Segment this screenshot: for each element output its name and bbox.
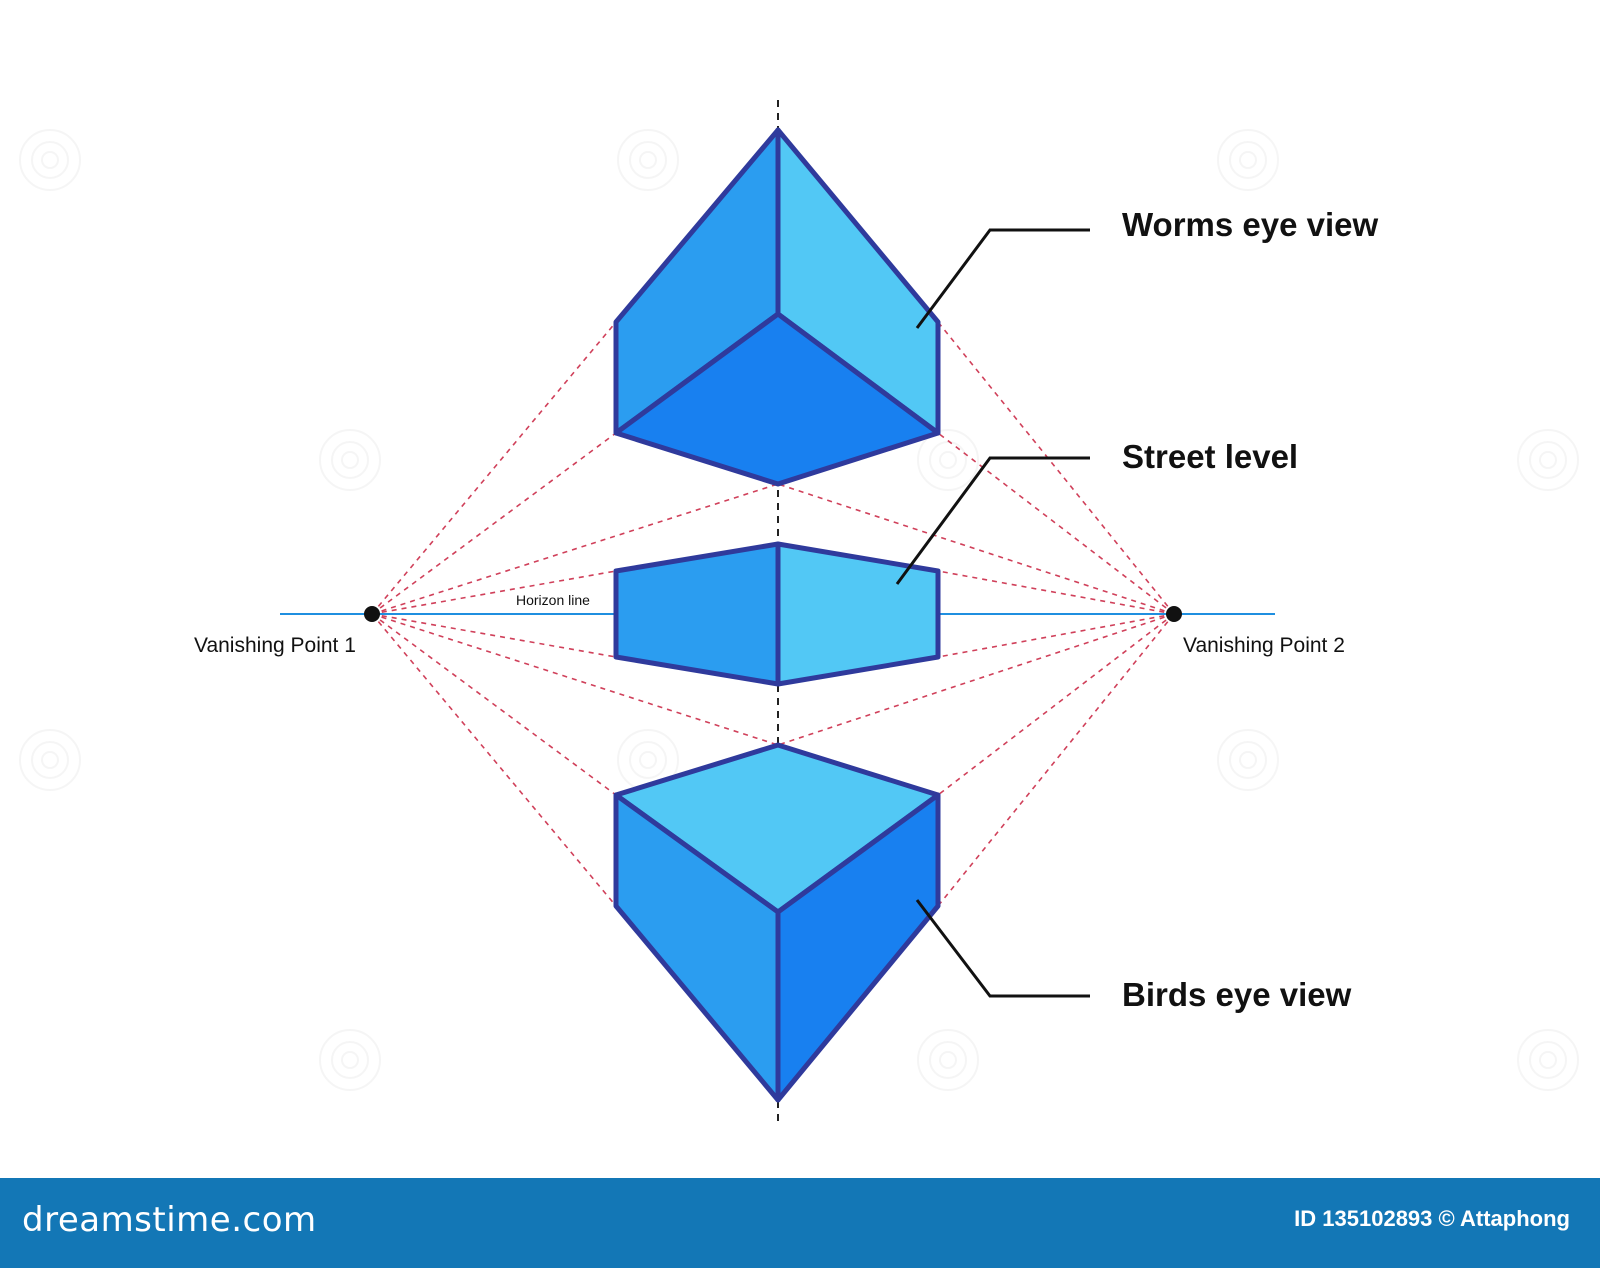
birds-eye-right-face: [775, 792, 941, 1103]
footer-bar: dreamstime.com ID 135102893 © Attaphong: [0, 1178, 1600, 1268]
vanishing-point-2-dot: [1166, 606, 1182, 622]
worms-eye-callout-line: [915, 228, 1090, 329]
horizon-line-label: Horizon line: [516, 592, 590, 608]
street-level-callout-line: [895, 456, 1090, 585]
worms-eye-box: [613, 127, 941, 487]
vanishing-point-2-label: Vanishing Point 2: [1183, 634, 1345, 657]
worms-eye-label: Worms eye view: [1122, 206, 1379, 243]
vanishing-point-1-dot: [364, 606, 380, 622]
street-level-right-face: [775, 541, 941, 687]
street-level-left-face: [613, 541, 781, 687]
street-level-box: [613, 541, 941, 687]
callout-lines: [895, 228, 1090, 998]
birds-eye-box: [613, 742, 941, 1103]
worms-eye-bottom-face: [613, 311, 941, 487]
watermark-pattern: [19, 129, 1579, 1091]
street-level-label: Street level: [1122, 438, 1298, 475]
footer-brand-logo[interactable]: dreamstime.com: [22, 1200, 317, 1240]
birds-eye-label: Birds eye view: [1122, 976, 1352, 1013]
vanishing-point-1-label: Vanishing Point 1: [194, 634, 356, 657]
perspective-lines: [371, 321, 1175, 907]
birds-eye-callout-line: [915, 899, 1090, 998]
perspective-diagram: Worms eye view Street level Birds eye vi…: [19, 100, 1579, 1124]
footer-image-id: ID 135102893 © Attaphong: [1294, 1206, 1570, 1231]
